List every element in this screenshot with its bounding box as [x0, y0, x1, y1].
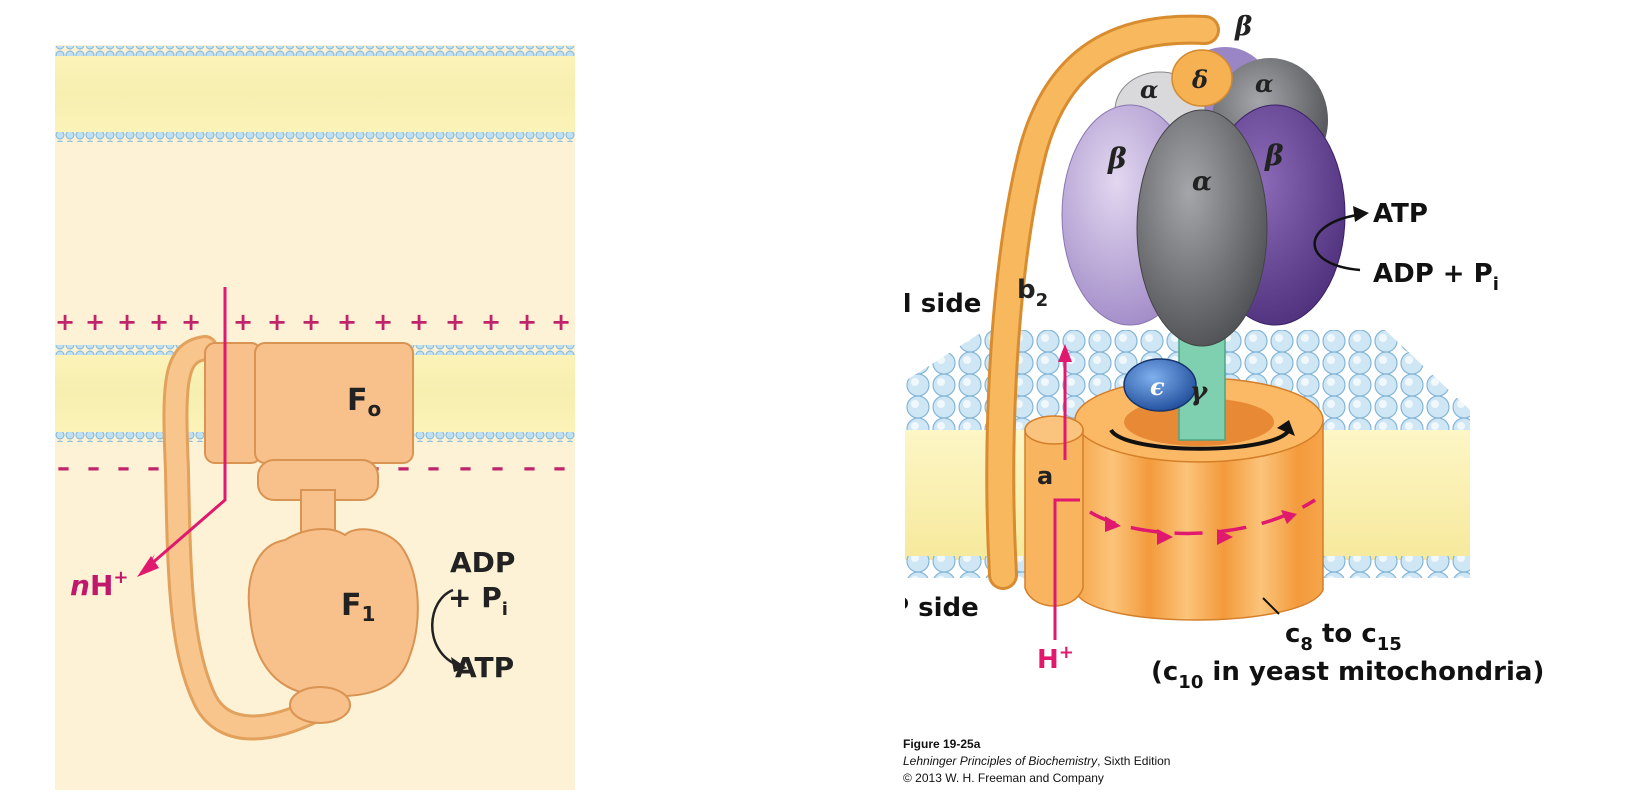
proton-ring-arrowheads [1105, 510, 1297, 545]
outer-membrane [55, 46, 575, 142]
alpha-right-label: α [1255, 69, 1273, 98]
alpha-left-label: α [1140, 75, 1158, 104]
svg-text:–: – [553, 453, 566, 483]
book-edition: , Sixth Edition [1097, 754, 1171, 768]
svg-text:+: + [445, 308, 465, 336]
atp-synthesis-arrow [1313, 206, 1369, 272]
beta-left-label: β [1107, 142, 1127, 175]
c-ring-yeast-label: (c10 in yeast mitochondria) [1151, 657, 1544, 693]
figure-number: Figure 19-25a [903, 737, 981, 751]
p-side-label: P side [905, 593, 979, 623]
c-ring-range-label: c8 to c15 [1285, 619, 1402, 655]
atp-product-label: ATP [455, 651, 514, 684]
n-side-label: N side [905, 289, 981, 319]
proton-label: nH+ [70, 567, 128, 602]
svg-text:+: + [373, 308, 393, 336]
gamma-label: γ [1190, 377, 1209, 407]
figure-caption: Figure 19-25a Lehninger Principles of Bi… [903, 736, 1303, 787]
svg-text:+: + [267, 308, 287, 336]
h-plus-label: H+ [1037, 642, 1074, 675]
adp-atp-curved-arrow [431, 588, 467, 672]
svg-text:+: + [301, 308, 321, 336]
detailed-diagram: a ϵ γ β δ α α β α β b2 [905, 12, 1544, 693]
schematic-diagram: + + + + + + + + + + + + + + + – – – – – … [55, 45, 575, 790]
svg-text:–: – [523, 453, 536, 483]
detailed-atp-synthase-panel: a ϵ γ β δ α α β α β b2 [905, 0, 1645, 740]
adp-pi-label: ADP + Pi [1373, 259, 1499, 295]
svg-text:+: + [55, 308, 75, 336]
svg-text:–: – [459, 453, 472, 483]
svg-text:+: + [233, 308, 253, 336]
f1-head [1061, 47, 1346, 347]
svg-text:+: + [117, 308, 137, 336]
book-title: Lehninger Principles of Biochemistry [903, 754, 1098, 768]
svg-text:+: + [551, 308, 571, 336]
b2-label: b2 [1017, 275, 1048, 311]
svg-text:+: + [517, 308, 537, 336]
epsilon-label: ϵ [1150, 372, 1165, 401]
fo-subunit [204, 342, 414, 537]
f1-label: F1 [341, 588, 375, 626]
c-ring-callout-line [1262, 597, 1280, 615]
svg-text:–: – [117, 453, 130, 483]
fo-label: Fo [347, 383, 381, 421]
plus-charges-row: + + + + + + + + + + + + + + + [55, 308, 571, 336]
pi-label: + Pi [448, 581, 508, 620]
svg-text:–: – [491, 453, 504, 483]
svg-text:+: + [409, 308, 429, 336]
svg-text:–: – [57, 453, 70, 483]
atp-label: ATP [1373, 199, 1428, 229]
adp-label: ADP [450, 546, 515, 579]
beta-top-label: β [1234, 12, 1252, 42]
svg-text:–: – [427, 453, 440, 483]
svg-text:+: + [181, 308, 201, 336]
svg-text:+: + [337, 308, 357, 336]
svg-text:+: + [149, 308, 169, 336]
f1-subunit [247, 528, 419, 724]
proton-path-arrow [137, 287, 227, 577]
book-citation: Lehninger Principles of Biochemistry, Si… [903, 753, 1303, 770]
delta-label: δ [1191, 65, 1208, 94]
svg-text:–: – [87, 453, 100, 483]
beta-right-label: β [1264, 139, 1284, 172]
proton-up-arrowhead [1058, 344, 1072, 362]
copyright-line: © 2013 W. H. Freeman and Company [903, 771, 1104, 785]
epsilon-subunit [1123, 358, 1197, 412]
schematic-atp-synthase-panel: + + + + + + + + + + + + + + + – – – – – … [55, 0, 575, 790]
svg-text:+: + [481, 308, 501, 336]
a-subunit-label: a [1037, 462, 1053, 490]
svg-text:–: – [147, 453, 160, 483]
alpha-center-label: α [1192, 167, 1212, 197]
svg-text:+: + [85, 308, 105, 336]
